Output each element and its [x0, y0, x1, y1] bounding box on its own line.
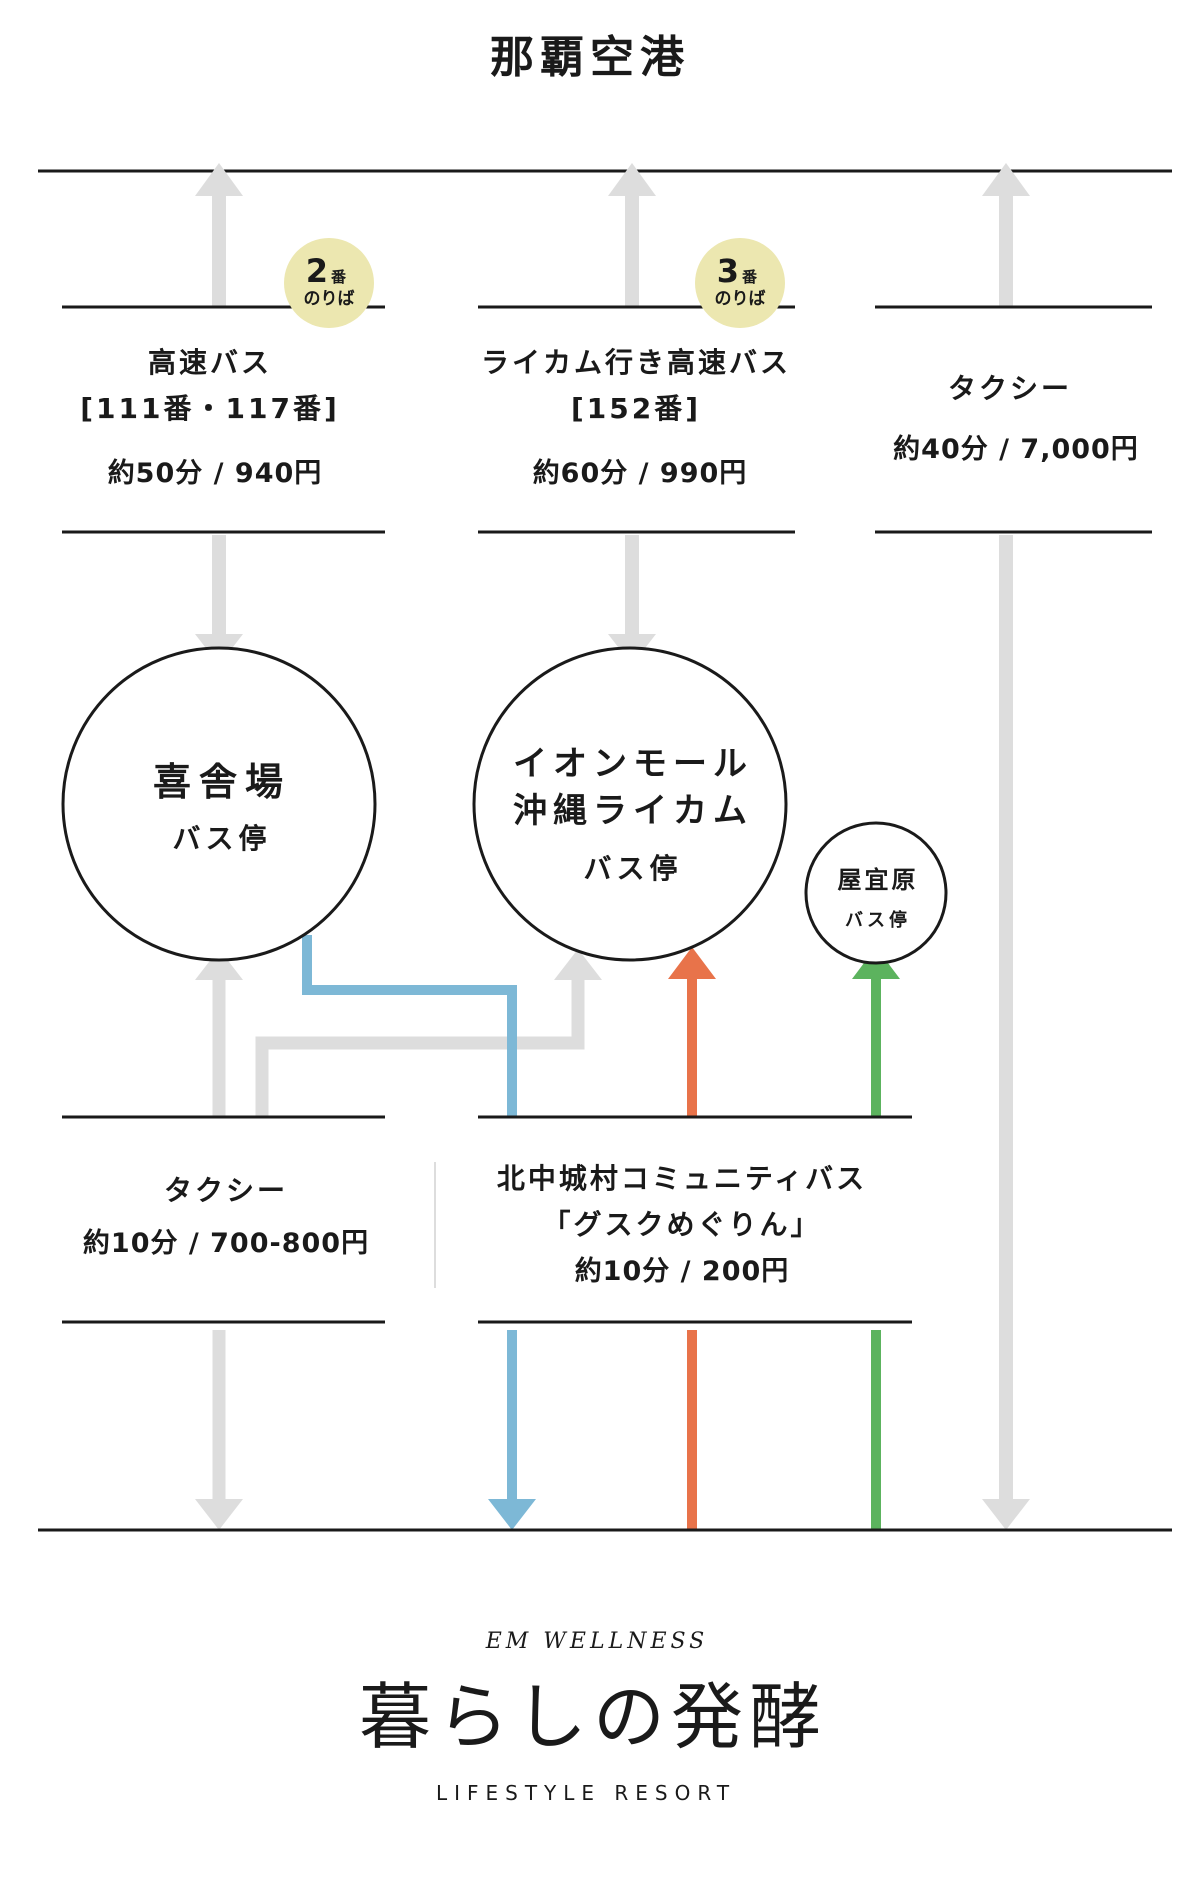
badge-label: のりば: [715, 289, 766, 309]
badge-unit: 番: [741, 268, 758, 286]
community-bus-blue-route: [302, 935, 536, 1530]
arrow-head-local-taxi-down: [195, 1499, 243, 1530]
stop-name-line1: イオンモール: [513, 744, 753, 784]
arrow-head-blue-down: [488, 1499, 536, 1530]
logo-top: EM WELLNESS: [485, 1629, 709, 1654]
route-numbers: [111番・117番]: [80, 392, 340, 425]
route-time-fare: 約50分 / 940円: [108, 457, 323, 489]
badge-unit: 番: [330, 268, 347, 286]
page-title: 那覇空港: [490, 32, 690, 83]
arrow-head-kishaba-in: [195, 949, 243, 980]
route-box-rycom-bus: ライカム行き高速バス [152番] 約60分 / 990円: [478, 305, 795, 534]
stop-sub: バス停: [172, 822, 271, 855]
logo-bottom: LIFESTYLE RESORT: [436, 1781, 736, 1805]
route-name: 北中城村コミュニティバス: [497, 1162, 867, 1195]
route-line-local-taxi-branch: [255, 980, 585, 1118]
badge-circle: [695, 238, 785, 328]
stop-yagibaru: 屋宜原 バス停: [804, 821, 948, 965]
route-time-fare: 約10分 / 700-800円: [83, 1227, 369, 1259]
stop-name-line2: 沖縄ライカム: [513, 791, 753, 831]
route-name: 高速バス: [148, 346, 272, 379]
arrow-head-taxi-up: [982, 163, 1030, 196]
route-box-highway-bus: 高速バス [111番・117番] 約50分 / 940円: [62, 305, 385, 534]
route-name: ライカム行き高速バス: [481, 346, 791, 379]
arrow-head-taxi-down: [982, 1499, 1030, 1530]
route-name: タクシー: [948, 372, 1072, 405]
local-taxi-gray-routes: [212, 980, 585, 1502]
badge-circle: [284, 238, 374, 328]
stop-sub: バス停: [583, 852, 682, 885]
arrow-head-orange-up: [668, 947, 716, 979]
airport-gray-routes: [212, 196, 1013, 1502]
route-time-fare: 約10分 / 200円: [575, 1255, 790, 1287]
stop-sub: バス停: [845, 909, 911, 931]
stop-circle: [61, 646, 377, 962]
stop-circle: [472, 646, 788, 962]
route-time-fare: 約40分 / 7,000円: [893, 433, 1139, 465]
route-numbers: [152番]: [571, 392, 701, 425]
arrow-head-rycom-up: [608, 163, 656, 196]
arrow-head-aeon-in-gray: [554, 949, 602, 980]
resort-logo: EM WELLNESS 暮らしの発酵 LIFESTYLE RESORT: [359, 1629, 827, 1805]
route-name: タクシー: [164, 1174, 288, 1207]
stop-kishaba: 喜舎場 バス停: [61, 646, 377, 962]
route-box-airport-taxi: タクシー 約40分 / 7,000円: [875, 305, 1152, 534]
stop-circle: [804, 821, 948, 965]
platform-badge-2: 2 番 のりば: [284, 238, 374, 328]
route-box-local-taxi: タクシー 約10分 / 700-800円: [62, 1115, 385, 1324]
stop-name: 屋宜原: [838, 866, 919, 894]
logo-main: 暮らしの発酵: [359, 1675, 827, 1759]
platform-badge-3: 3 番 のりば: [695, 238, 785, 328]
local-taxi-arrowheads: [195, 949, 602, 1530]
stop-aeon-rycom: イオンモール 沖縄ライカム バス停: [472, 646, 788, 962]
stop-name: 喜舎場: [153, 760, 291, 804]
badge-number: 2: [306, 252, 328, 290]
badge-label: のりば: [304, 289, 355, 309]
route-line-blue: [302, 935, 517, 1118]
community-bus-orange-route: [668, 947, 716, 1530]
community-bus-green-route: [852, 947, 900, 1530]
route-box-community-bus: 北中城村コミュニティバス 「グスクめぐりん」 約10分 / 200円: [478, 1115, 912, 1324]
route-time-fare: 約60分 / 990円: [533, 457, 748, 489]
badge-number: 3: [717, 252, 739, 290]
route-nickname: 「グスクめぐりん」: [542, 1208, 821, 1241]
arrow-head-highway-up: [195, 163, 243, 196]
